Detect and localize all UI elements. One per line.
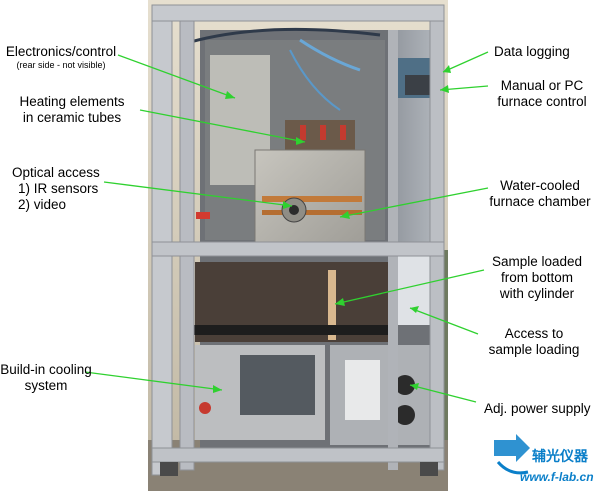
foot-left	[160, 462, 178, 476]
pointer-heating	[139, 109, 306, 143]
copper-pipe	[262, 196, 362, 202]
label-electronics-title: Electronics/control	[5, 44, 117, 59]
pointer-sample	[334, 269, 485, 305]
frame-right-post	[429, 9, 445, 471]
heater-red-3	[340, 125, 346, 140]
label-sample: Sample loaded from bottom with cylinder	[482, 254, 592, 302]
pointer-power	[409, 384, 477, 403]
label-sample-line3: with cylinder	[499, 286, 575, 301]
label-data-logging: Data logging	[494, 44, 570, 59]
label-access-line2: sample loading	[488, 342, 580, 357]
frame-mid-beam	[151, 241, 445, 257]
top-cable	[179, 27, 381, 47]
label-heating-line1: Heating elements	[19, 94, 125, 109]
label-water-line1: Water-cooled	[500, 178, 580, 193]
label-cooling-line2: system	[24, 378, 68, 393]
pointer-electronics	[117, 54, 236, 99]
label-access-line1: Access to	[504, 326, 564, 341]
label-water: Water-cooled furnace chamber	[482, 178, 598, 210]
pointer-access	[409, 307, 479, 335]
optical-port-lens	[289, 205, 299, 215]
label-heating-line2: in ceramic tubes	[22, 110, 122, 125]
label-access: Access to sample loading	[478, 326, 590, 358]
watermark-name: 辅光仪器	[532, 448, 588, 464]
label-cooling-line1: Build-in cooling	[0, 362, 92, 377]
label-sample-line1: Sample loaded	[491, 254, 583, 269]
label-electronics-note: (rear side - not visible)	[16, 60, 106, 70]
watermark-url: www.f-lab.cn	[520, 470, 594, 484]
blue-hose-2	[289, 49, 341, 111]
foot-right	[420, 462, 438, 476]
label-optical-line1: Optical access	[12, 165, 100, 180]
label-manual: Manual or PC furnace control	[486, 78, 598, 110]
blue-hose	[299, 38, 361, 72]
pointer-cooling	[84, 371, 223, 391]
pointer-data-logging	[442, 51, 489, 73]
label-heating: Heating elements in ceramic tubes	[0, 94, 144, 126]
label-power: Adj. power supply	[484, 401, 591, 416]
frame-bottom-beam	[151, 447, 445, 463]
power-knob-1	[395, 375, 415, 395]
pointer-optical	[103, 181, 293, 207]
pointer-water	[339, 187, 489, 218]
frame-top-beam	[151, 4, 445, 22]
work-table	[185, 325, 395, 335]
pointer-lines	[84, 51, 489, 403]
label-electronics: Electronics/control (rear side - not vis…	[0, 44, 122, 71]
heater-red-2	[320, 125, 326, 140]
label-manual-line2: furnace control	[497, 94, 587, 109]
label-optical-line3: 2) video	[18, 197, 67, 212]
pointer-arrowheads	[213, 65, 451, 393]
control-unit	[405, 75, 435, 95]
label-optical-line2: 1) IR sensors	[18, 181, 99, 196]
label-manual-line1: Manual or PC	[500, 78, 584, 93]
cylinder-rod	[328, 270, 336, 340]
label-sample-line2: from bottom	[500, 270, 574, 285]
cooling-fan	[199, 402, 211, 414]
power-supply-panel	[345, 360, 380, 420]
cooling-unit-dark	[240, 355, 315, 415]
label-optical: Optical access 1) IR sensors 2) video	[12, 165, 100, 213]
furnace-chamber	[254, 149, 366, 256]
power-knob-2	[395, 405, 415, 425]
heater-red-1	[300, 125, 306, 140]
label-water-line2: furnace chamber	[489, 194, 591, 209]
sensor-red	[196, 212, 210, 219]
watermark-logo-icon	[494, 434, 530, 475]
copper-pipe-2	[262, 210, 362, 215]
frame-left-post	[151, 4, 173, 476]
label-cooling: Build-in cooling system	[0, 362, 92, 394]
